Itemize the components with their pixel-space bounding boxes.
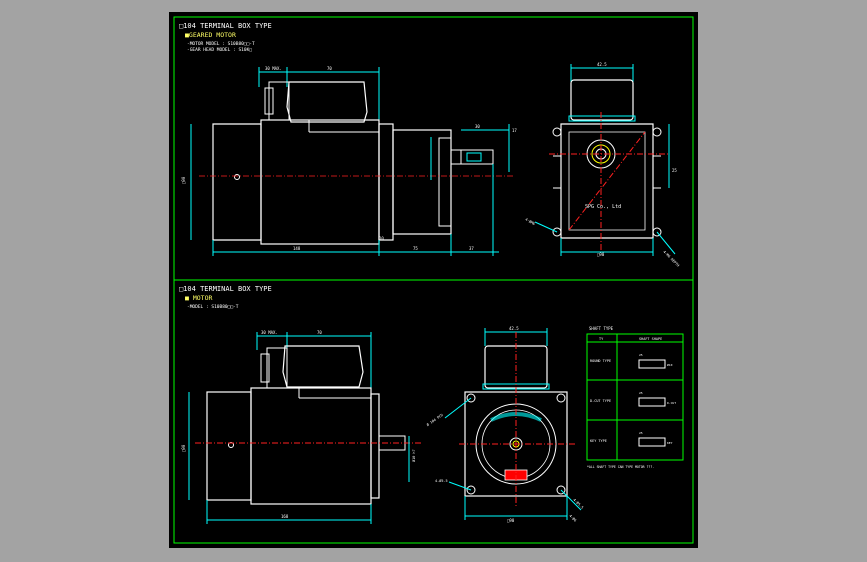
bottom-front-top-dim: 42.5 bbox=[509, 326, 519, 331]
top-front-view: 42.5 bbox=[525, 62, 681, 268]
table-note: *ALL SHAFT TYPE CAN TYPE MOTOR ???. bbox=[587, 465, 654, 469]
top-subtitle: ■GEARED MOTOR bbox=[185, 31, 236, 39]
bottom-front-width-dim: □90 bbox=[507, 518, 515, 523]
dim-box-left: 30 MAX. bbox=[265, 66, 282, 71]
drawing-sheet: □104 TERMINAL BOX TYPE ■GEARED MOTOR -MO… bbox=[169, 12, 698, 548]
bottom-dim-box-left: 30 MAX. bbox=[261, 330, 278, 335]
row-1-dim-b: D-CUT bbox=[667, 401, 676, 405]
bottom-dim-motor-length: 168 bbox=[281, 514, 289, 519]
dim-flange: 10 bbox=[379, 236, 384, 241]
top-gear-model: -GEAR HEAD MODEL : S10K□ bbox=[187, 47, 252, 53]
row-0-dim-b: Ø10 bbox=[667, 362, 673, 367]
front-top-dim: 42.5 bbox=[597, 62, 607, 67]
dim-shaft-key: 17 bbox=[512, 128, 517, 133]
front-width-dim: □90 bbox=[597, 252, 605, 257]
bottom-title: □104 TERMINAL BOX TYPE bbox=[179, 285, 272, 293]
row-2-dim-b: KEY bbox=[667, 441, 673, 445]
shaft-type-table: SHAFT TYPE TY SHAFT SHAPE ROUND TYPE 25 … bbox=[586, 326, 684, 469]
front-pcd-dim: 4-M6 DEPTH bbox=[662, 250, 680, 268]
bottom-front-pcd: Ø 104 PCD bbox=[425, 412, 443, 427]
row-2-dim-a: 25 bbox=[639, 431, 643, 435]
bottom-dim-body-height: □90 bbox=[181, 444, 186, 452]
row-0-type: ROUND TYPE bbox=[590, 359, 611, 363]
table-col-shape: SHAFT SHAPE bbox=[639, 337, 662, 341]
bottom-dim-box-right: 70 bbox=[317, 330, 322, 335]
top-side-view: 30 MAX. 70 bbox=[181, 66, 517, 256]
table-title: SHAFT TYPE bbox=[589, 326, 614, 331]
bottom-dim-shaft: Ø10 h7 bbox=[411, 449, 416, 462]
brand-label: SPG Co., Ltd bbox=[585, 204, 621, 210]
row-1-type: D-CUT TYPE bbox=[590, 399, 611, 403]
front-hole-dim: 4-ØM6 bbox=[525, 217, 537, 227]
bottom-front-right: 4-Ø6 bbox=[568, 513, 578, 523]
top-title: □104 TERMINAL BOX TYPE bbox=[179, 22, 272, 30]
bottom-subtitle: ■ MOTOR bbox=[185, 294, 212, 302]
dim-shaft-len: 30 bbox=[475, 124, 480, 129]
dim-gear-length: 75 bbox=[413, 246, 418, 251]
dim-box-right: 70 bbox=[327, 66, 332, 71]
row-1-dim-a: 25 bbox=[639, 391, 643, 395]
dim-shaft-length: 37 bbox=[469, 246, 474, 251]
table-col-type: TY bbox=[599, 337, 604, 341]
dim-motor-length: 148 bbox=[293, 246, 301, 251]
bottom-side-view: 30 MAX. 70 □90 bbox=[181, 330, 421, 524]
bottom-motor-model: -MODEL : S10B80□□-T bbox=[187, 304, 239, 310]
row-2-type: KEY TYPE bbox=[590, 439, 607, 443]
top-motor-model: -MOTOR MODEL : S10B80□□-T bbox=[187, 41, 255, 47]
dim-body-height: □90 bbox=[181, 176, 186, 184]
front-side-dim: 25 bbox=[672, 168, 677, 173]
bottom-front-view: 42.5 □90 Ø 10 bbox=[425, 326, 584, 523]
row-0-dim-a: 25 bbox=[639, 353, 643, 357]
technical-drawing: □104 TERMINAL BOX TYPE ■GEARED MOTOR -MO… bbox=[173, 16, 694, 544]
bottom-front-hole: 4-Ø5.5 bbox=[435, 478, 448, 483]
